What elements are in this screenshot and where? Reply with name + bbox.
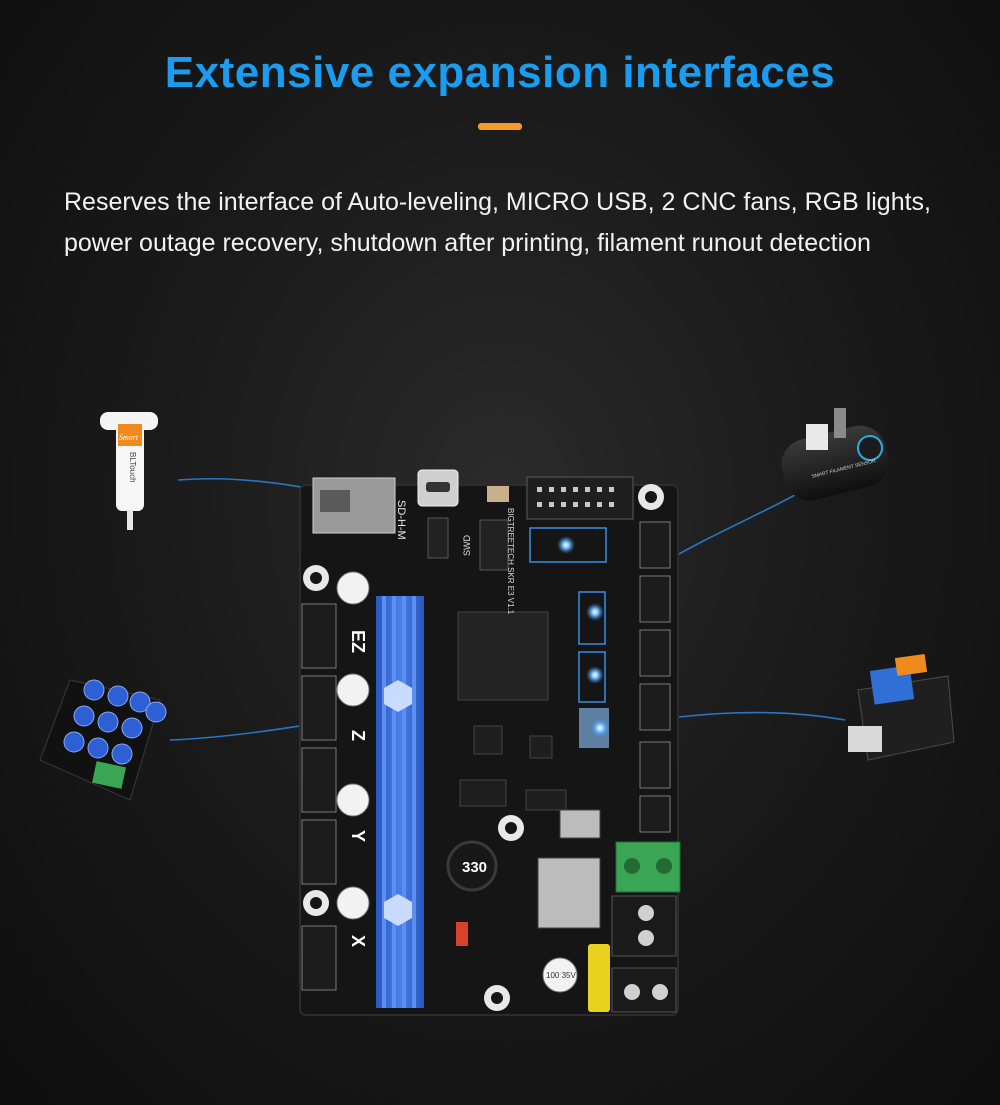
- fuse: [588, 944, 610, 1012]
- reset-button: [487, 486, 509, 502]
- mcu-chip: [457, 611, 549, 701]
- right-connectors: [639, 521, 671, 833]
- description: Reserves the interface of Auto-leveling,…: [64, 182, 964, 264]
- black-terminal-block-1: [611, 895, 677, 957]
- axis-label-ez: EZ: [348, 630, 368, 653]
- swd-label: SWD: [462, 535, 472, 556]
- sd-card-label: SD-H-M: [395, 500, 407, 540]
- exp-header: [526, 476, 634, 520]
- inductor-label: 330: [462, 859, 487, 876]
- runout-port: [578, 591, 606, 645]
- description-line-2: power outage recovery, shutdown after pr…: [64, 229, 871, 257]
- inductor: [446, 840, 498, 892]
- bltouch-brand: Smart: [119, 433, 139, 442]
- bltouch-port: [529, 527, 607, 563]
- capacitors: [336, 571, 578, 993]
- mainboard: SD-H-M SWD: [299, 469, 681, 1016]
- filament-runout-sensor: SMART FILAMENT SENSOR: [781, 408, 889, 501]
- mounting-holes: [303, 484, 664, 1011]
- page-title: Extensive expansion interfaces: [164, 48, 836, 97]
- mosfet-module: [39, 679, 167, 801]
- axis-label-y: Y: [348, 830, 368, 842]
- bltouch-label: BLTouch: [128, 452, 137, 483]
- capacitor-label: 100 35V: [546, 971, 576, 980]
- description-line-1: Reserves the interface of Auto-leveling,…: [64, 188, 932, 216]
- motor-connectors: [301, 603, 337, 991]
- rgb-port: [578, 651, 606, 703]
- board-brand-text: BIGTREETECH SKR E3 V1.1: [506, 508, 515, 615]
- bltouch-sensor: Smart BLTouch: [100, 412, 158, 530]
- axis-label-z: Z: [348, 730, 368, 741]
- relay-module: [848, 653, 955, 761]
- axis-label-x: X: [348, 935, 368, 947]
- title-accent-bar: [478, 123, 522, 130]
- heatsink: [376, 596, 424, 1008]
